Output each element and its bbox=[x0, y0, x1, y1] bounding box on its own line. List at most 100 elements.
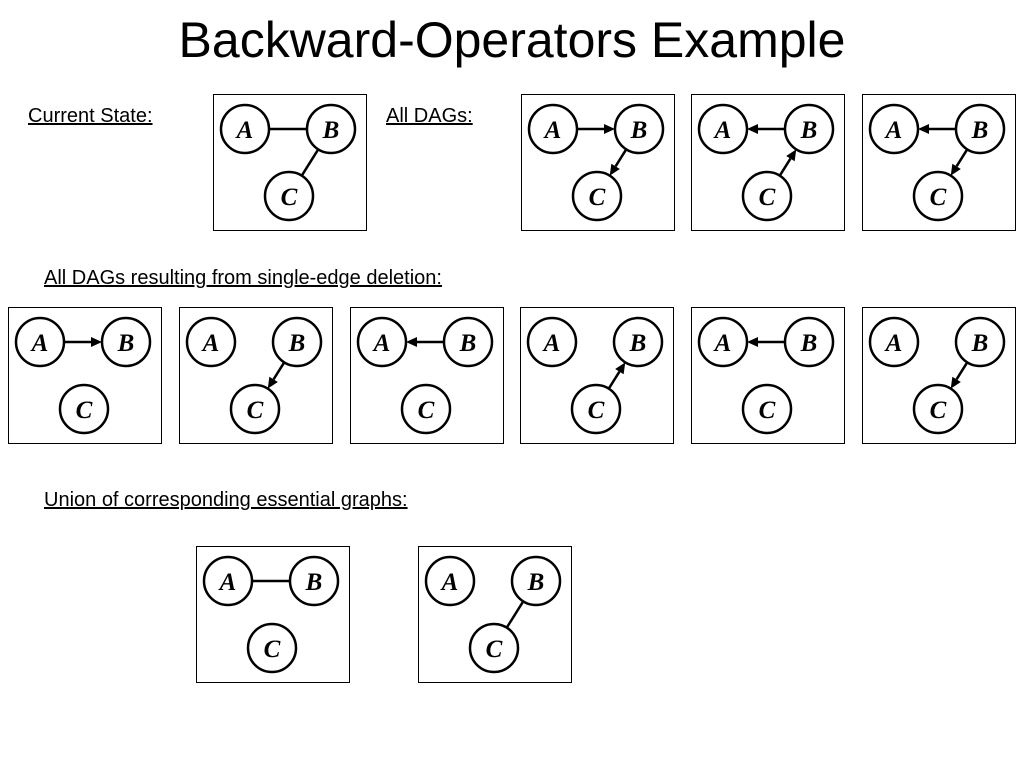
arrowhead bbox=[91, 337, 102, 347]
graph-union-1: A B C bbox=[196, 546, 350, 683]
node-c bbox=[229, 383, 281, 435]
node-b bbox=[288, 555, 340, 607]
node-c bbox=[570, 383, 622, 435]
edge-b-c-arrow bbox=[614, 148, 628, 168]
node-c bbox=[468, 622, 520, 674]
node-a bbox=[868, 316, 920, 368]
node-c-label: C bbox=[418, 397, 435, 424]
node-a-label: A bbox=[543, 117, 562, 144]
node-c bbox=[58, 383, 110, 435]
arrowhead bbox=[609, 163, 620, 176]
node-a bbox=[185, 316, 237, 368]
node-a-label: A bbox=[372, 330, 391, 357]
graph-deletion-5: A B C bbox=[691, 307, 845, 444]
node-a bbox=[219, 103, 271, 155]
node-b bbox=[510, 555, 562, 607]
node-b bbox=[954, 316, 1006, 368]
arrowhead bbox=[747, 337, 758, 347]
node-a-label: A bbox=[201, 330, 220, 357]
node-c-label: C bbox=[76, 397, 93, 424]
graph-deletion-2: A B C bbox=[179, 307, 333, 444]
node-a-label: A bbox=[440, 569, 459, 596]
node-b bbox=[305, 103, 357, 155]
current-state-label: Current State: bbox=[28, 105, 153, 127]
edge-b-c-line bbox=[505, 600, 525, 629]
node-b bbox=[954, 103, 1006, 155]
node-c-label: C bbox=[281, 184, 298, 211]
node-b-label: B bbox=[800, 330, 818, 357]
node-a bbox=[868, 103, 920, 155]
arrowhead bbox=[747, 124, 758, 134]
node-b bbox=[783, 103, 835, 155]
arrowhead bbox=[615, 362, 626, 375]
arrowhead bbox=[604, 124, 615, 134]
node-b-label: B bbox=[971, 117, 989, 144]
node-b-label: B bbox=[305, 569, 323, 596]
all-dags-label: All DAGs: bbox=[386, 105, 473, 127]
node-b bbox=[613, 103, 665, 155]
node-c-label: C bbox=[589, 184, 606, 211]
node-a bbox=[526, 316, 578, 368]
node-c bbox=[741, 170, 793, 222]
node-b bbox=[783, 316, 835, 368]
node-a bbox=[527, 103, 579, 155]
node-b-label: B bbox=[971, 330, 989, 357]
node-a-label: A bbox=[218, 569, 237, 596]
graph-deletion-1: A B C bbox=[8, 307, 162, 444]
node-c-label: C bbox=[759, 397, 776, 424]
graph-dag-1: A B C bbox=[521, 94, 675, 231]
node-b bbox=[271, 316, 323, 368]
edge-b-c-arrow bbox=[272, 361, 286, 381]
node-c bbox=[912, 170, 964, 222]
node-a bbox=[697, 316, 749, 368]
node-c-label: C bbox=[247, 397, 264, 424]
single-edge-deletion-label: All DAGs resulting from single-edge dele… bbox=[44, 267, 442, 289]
node-c-label: C bbox=[486, 636, 503, 663]
node-c bbox=[912, 383, 964, 435]
arrowhead bbox=[950, 376, 961, 389]
node-a bbox=[356, 316, 408, 368]
node-c-label: C bbox=[759, 184, 776, 211]
edge-b-c-arrow bbox=[955, 148, 969, 168]
edge-c-b-arrow bbox=[778, 157, 792, 177]
node-a bbox=[424, 555, 476, 607]
node-c bbox=[741, 383, 793, 435]
node-b-label: B bbox=[800, 117, 818, 144]
graph-deletion-3: A B C bbox=[350, 307, 504, 444]
node-a-label: A bbox=[30, 330, 49, 357]
node-c-label: C bbox=[930, 184, 947, 211]
graph-dag-3: A B C bbox=[862, 94, 1016, 231]
node-b bbox=[612, 316, 664, 368]
arrowhead bbox=[918, 124, 929, 134]
node-b-label: B bbox=[630, 117, 648, 144]
node-c bbox=[400, 383, 452, 435]
node-b-label: B bbox=[117, 330, 135, 357]
node-c bbox=[246, 622, 298, 674]
node-b-label: B bbox=[459, 330, 477, 357]
node-c bbox=[571, 170, 623, 222]
arrowhead bbox=[786, 149, 797, 162]
page-title: Backward-Operators Example bbox=[178, 12, 846, 68]
union-essential-graphs-label: Union of corresponding essential graphs: bbox=[44, 489, 408, 511]
node-a-label: A bbox=[884, 117, 903, 144]
edge-b-c-line bbox=[300, 148, 320, 177]
node-c-label: C bbox=[588, 397, 605, 424]
node-a bbox=[697, 103, 749, 155]
edge-b-c-arrow bbox=[955, 361, 969, 381]
graph-union-2: A B C bbox=[418, 546, 572, 683]
node-a-label: A bbox=[713, 330, 732, 357]
node-b-label: B bbox=[288, 330, 306, 357]
node-c-label: C bbox=[264, 636, 281, 663]
node-b-label: B bbox=[629, 330, 647, 357]
node-c bbox=[263, 170, 315, 222]
arrowhead bbox=[267, 376, 278, 389]
node-b-label: B bbox=[322, 117, 340, 144]
edge-c-b-arrow bbox=[607, 370, 621, 390]
node-a bbox=[202, 555, 254, 607]
node-b bbox=[442, 316, 494, 368]
node-b-label: B bbox=[527, 569, 545, 596]
